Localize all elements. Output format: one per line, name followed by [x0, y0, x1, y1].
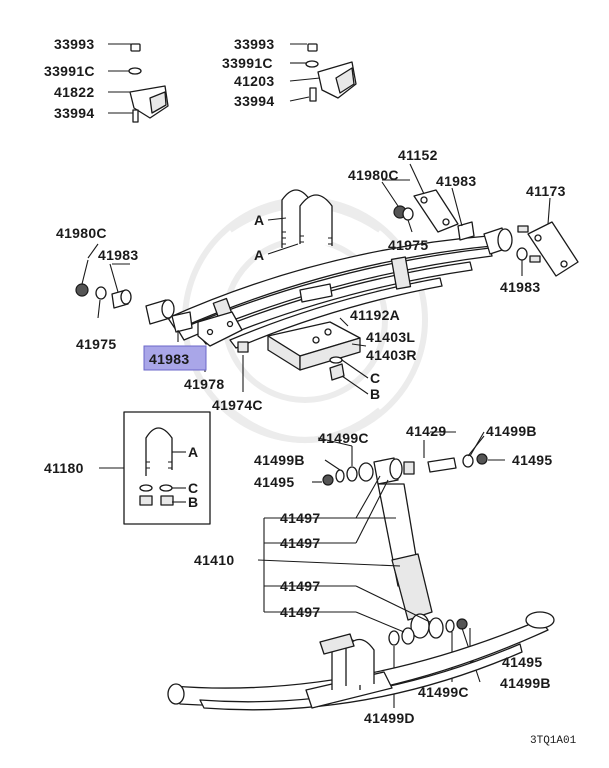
label-41499b-lower[interactable]: 41499B: [500, 675, 551, 691]
label-41499d[interactable]: 41499D: [364, 710, 415, 726]
label-c-kit[interactable]: C: [188, 480, 198, 496]
label-33991c-left[interactable]: 33991C: [44, 63, 95, 79]
label-41975-left[interactable]: 41975: [76, 336, 116, 352]
label-41173[interactable]: 41173: [526, 183, 566, 199]
label-a-upper-1[interactable]: A: [254, 212, 264, 228]
label-33994-center[interactable]: 33994: [234, 93, 274, 109]
label-33993-left[interactable]: 33993: [54, 36, 94, 52]
label-41403r[interactable]: 41403R: [366, 347, 417, 363]
left-eye-bushings: [75, 259, 249, 392]
label-41499c-lower[interactable]: 41499C: [418, 684, 469, 700]
label-41192a[interactable]: 41192A: [350, 307, 400, 323]
bracket-group-left: [108, 43, 169, 123]
label-41983-left-upper[interactable]: 41983: [98, 247, 138, 263]
label-41499b-upper-right[interactable]: 41499B: [486, 423, 537, 439]
label-41822[interactable]: 41822: [54, 84, 94, 100]
label-41983-right-lower[interactable]: 41983: [500, 279, 540, 295]
label-41975-right[interactable]: 41975: [388, 237, 428, 253]
label-33993-center[interactable]: 33993: [234, 36, 274, 52]
label-b-kit[interactable]: B: [188, 494, 198, 510]
u-bolt-kit-box: [99, 411, 211, 525]
label-41403l[interactable]: 41403L: [366, 329, 415, 345]
leader-ticks: [87, 179, 485, 457]
label-a-upper-2[interactable]: A: [254, 247, 264, 263]
label-41497-2[interactable]: 41497: [280, 535, 320, 551]
u-bolts-upper: [267, 189, 333, 255]
diagram-code: 3TQ1A01: [530, 735, 577, 747]
label-41180[interactable]: 41180: [44, 460, 84, 476]
label-41497-3[interactable]: 41497: [280, 578, 320, 594]
label-41974c[interactable]: 41974C: [212, 397, 263, 413]
label-b-upper[interactable]: B: [370, 386, 380, 402]
selected-part-highlight[interactable]: [143, 345, 207, 371]
label-33994-left[interactable]: 33994: [54, 105, 94, 121]
label-41429[interactable]: 41429: [406, 423, 446, 439]
label-41497-4[interactable]: 41497: [280, 604, 320, 620]
label-41203[interactable]: 41203: [234, 73, 274, 89]
leaf-spring-lower: [167, 611, 555, 711]
bracket-group-center: [289, 43, 357, 102]
label-a-kit[interactable]: A: [188, 444, 198, 460]
label-41152[interactable]: 41152: [398, 147, 438, 163]
label-41495-upper-right[interactable]: 41495: [512, 452, 552, 468]
label-41978[interactable]: 41978: [184, 376, 224, 392]
label-41983-highlighted[interactable]: 41983: [149, 351, 189, 367]
label-33991c-center[interactable]: 33991C: [222, 55, 273, 71]
label-41497-1[interactable]: 41497: [280, 510, 320, 526]
part-labels: 33993 33991C 41822 33994 33993 33991C 41…: [44, 36, 577, 747]
label-41495-upper-left[interactable]: 41495: [254, 474, 294, 490]
label-41980c-right[interactable]: 41980C: [348, 167, 399, 183]
label-41495-lower[interactable]: 41495: [502, 654, 542, 670]
label-41499b-upper-left[interactable]: 41499B: [254, 452, 305, 468]
spring-pad: [267, 317, 369, 395]
label-c-upper[interactable]: C: [370, 370, 380, 386]
label-41980c-left[interactable]: 41980C: [56, 225, 107, 241]
label-41983-right-upper[interactable]: 41983: [436, 173, 476, 189]
label-41499c-upper[interactable]: 41499C: [318, 430, 369, 446]
right-shackle-assembly: [381, 163, 579, 277]
label-41410[interactable]: 41410: [194, 552, 234, 568]
